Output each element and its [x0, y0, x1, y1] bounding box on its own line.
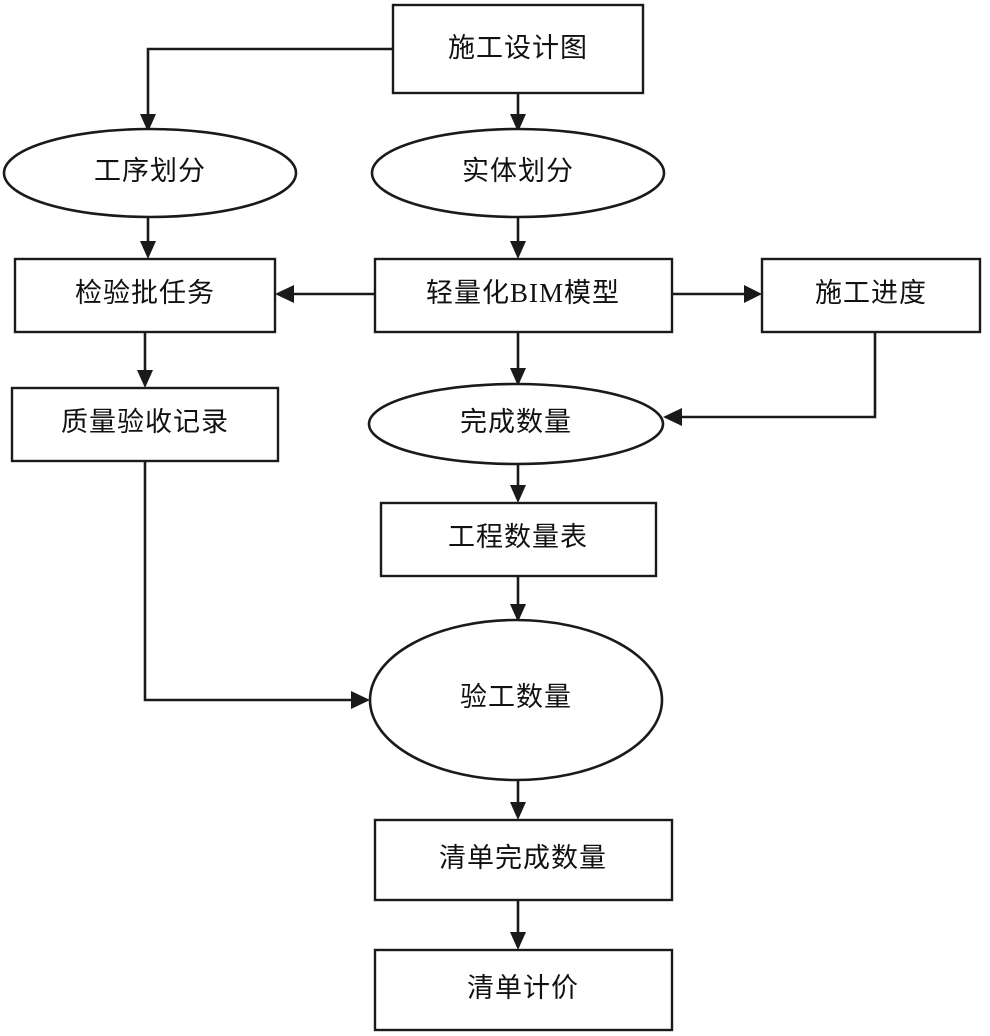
node-shape-ellipse [368, 618, 664, 782]
arrow-head-design-to-process [140, 114, 156, 132]
node-lightweight-bim-model[interactable]: 轻量化BIM模型 [373, 257, 674, 334]
node-inspection-lot-task[interactable]: 检验批任务 [13, 257, 277, 334]
node-shape-rect [391, 3, 645, 95]
node-shape-ellipse [367, 382, 665, 466]
node-label: 工序划分 [94, 156, 206, 186]
node-shape-rect [13, 257, 277, 334]
node-engineering-quantity-table[interactable]: 工程数量表 [379, 501, 658, 578]
node-label: 工程数量表 [448, 522, 588, 552]
node-shape-rect [10, 386, 280, 463]
node-label: 清单完成数量 [439, 843, 607, 873]
node-label: 验工数量 [460, 682, 572, 712]
node-entity-division[interactable]: 实体划分 [370, 127, 666, 219]
arrow-head-process-to-inspection [140, 241, 156, 259]
node-construction-design-drawing[interactable]: 施工设计图 [391, 3, 645, 95]
node-shape-ellipse [2, 127, 298, 219]
node-label: 施工进度 [815, 278, 927, 308]
node-process-division[interactable]: 工序划分 [2, 127, 298, 219]
arrow-head-verified-qty-to-boq-completed [510, 802, 526, 820]
arrow-head-inspection-to-quality-record [137, 370, 153, 388]
node-label: 轻量化BIM模型 [426, 278, 620, 308]
node-shape-ellipse [370, 127, 666, 219]
edge-design-to-process [146, 47, 393, 120]
arrow-head-bim-to-completed-qty [510, 368, 526, 386]
arrow-head-schedule-to-completed-qty [663, 408, 682, 426]
node-label: 完成数量 [460, 407, 572, 437]
arrow-head-entity-to-bim [510, 241, 526, 259]
node-construction-progress[interactable]: 施工进度 [760, 257, 982, 334]
edges-layer [137, 47, 877, 950]
node-boq-completed-quantity[interactable]: 清单完成数量 [373, 818, 674, 902]
node-shape-rect [373, 818, 674, 902]
edge-quality-record-to-verified-qty [143, 461, 353, 702]
node-verified-work-quantity[interactable]: 验工数量 [368, 618, 664, 782]
node-shape-rect [760, 257, 982, 334]
arrow-head-qty-table-to-verified-qty [510, 604, 526, 622]
arrow-head-completed-qty-to-qty-table [510, 485, 526, 503]
node-shape-rect [379, 501, 658, 578]
node-boq-pricing[interactable]: 清单计价 [373, 948, 674, 1032]
node-label: 质量验收记录 [61, 407, 229, 437]
edge-schedule-to-completed-qty [680, 332, 877, 419]
node-label: 施工设计图 [448, 33, 588, 63]
node-shape-rect [373, 948, 674, 1032]
arrow-head-bim-to-schedule [744, 285, 762, 303]
node-quality-acceptance-record[interactable]: 质量验收记录 [10, 386, 280, 463]
node-label: 检验批任务 [75, 278, 215, 308]
arrow-head-bim-to-inspection [275, 285, 294, 303]
node-label: 实体划分 [462, 156, 574, 186]
node-shape-rect [373, 257, 674, 334]
node-completed-quantity[interactable]: 完成数量 [367, 382, 665, 466]
arrow-head-quality-record-to-verified-qty [351, 691, 370, 709]
arrow-head-boq-completed-to-boq-pricing [510, 932, 526, 950]
nodes-layer: 施工设计图 工序划分 实体划分 检验批任务 轻量化BIM模型 施工进度 [2, 3, 982, 1032]
node-label: 清单计价 [467, 973, 579, 1003]
arrow-head-design-to-entity [510, 114, 526, 132]
